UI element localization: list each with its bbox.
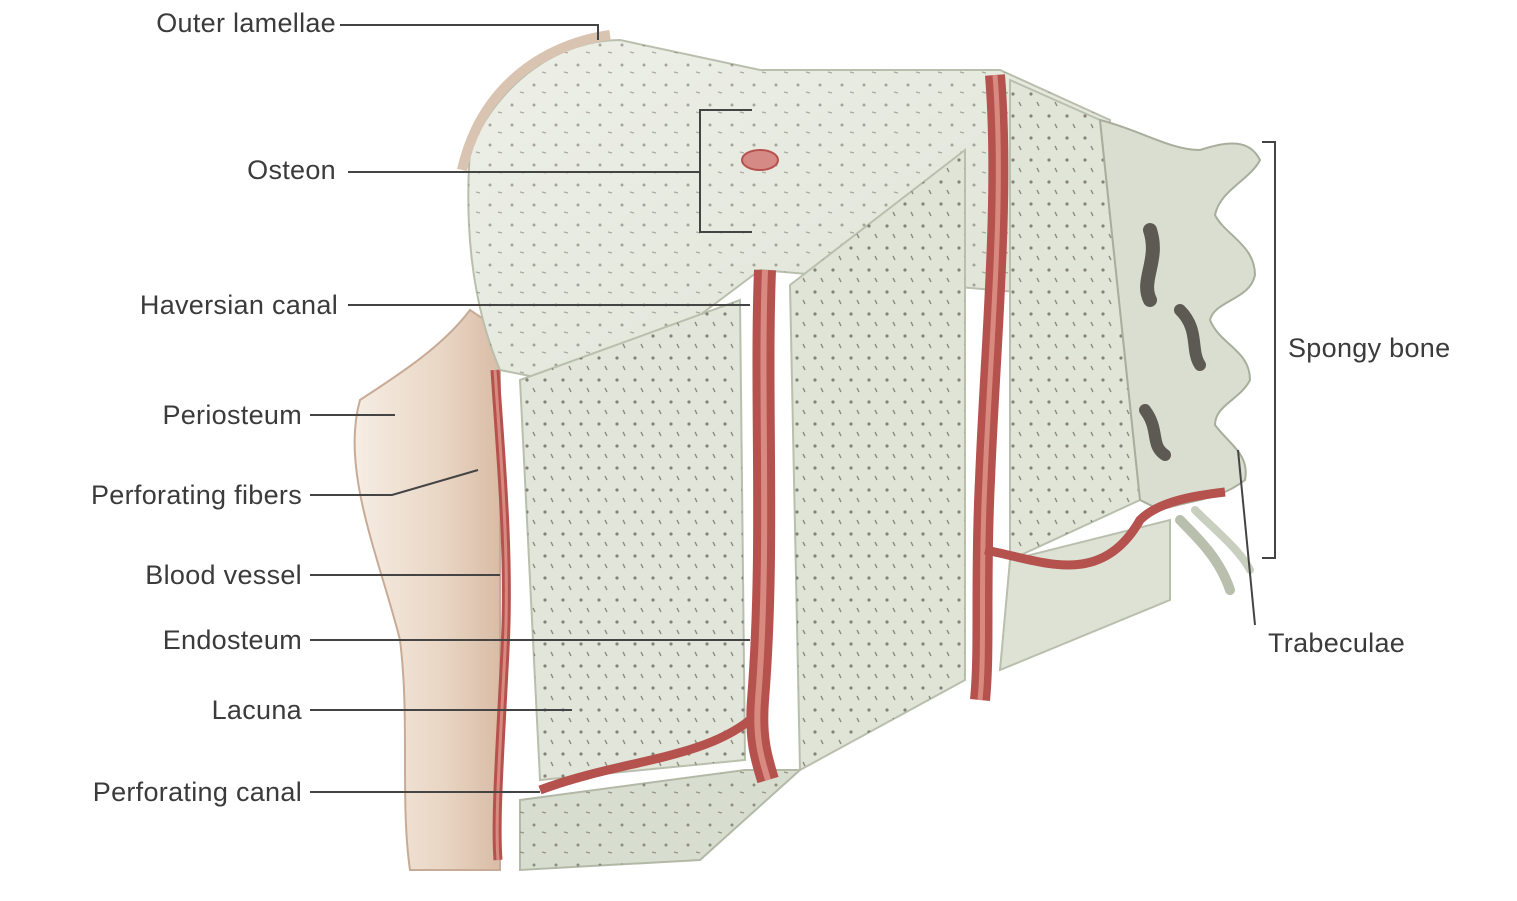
label-endosteum: Endosteum	[40, 625, 302, 655]
label-haversian-canal: Haversian canal	[40, 290, 338, 320]
label-lacuna: Lacuna	[40, 695, 302, 725]
osteon-center	[742, 150, 778, 170]
label-trabeculae: Trabeculae	[1268, 628, 1405, 658]
label-blood-vessel: Blood vessel	[40, 560, 302, 590]
label-osteon: Osteon	[80, 155, 336, 185]
label-spongy-bone: Spongy bone	[1288, 333, 1450, 363]
label-periosteum: Periosteum	[40, 400, 302, 430]
label-perforating-canal: Perforating canal	[6, 777, 302, 807]
spongy-bone-structure	[1100, 120, 1260, 590]
leader-outer-lamellae	[340, 25, 598, 40]
periosteum-layer	[355, 310, 500, 870]
spongy-bone-bracket	[1262, 142, 1275, 558]
label-perforating-fibers: Perforating fibers	[6, 480, 302, 510]
label-outer-lamellae: Outer lamellae	[80, 8, 336, 38]
